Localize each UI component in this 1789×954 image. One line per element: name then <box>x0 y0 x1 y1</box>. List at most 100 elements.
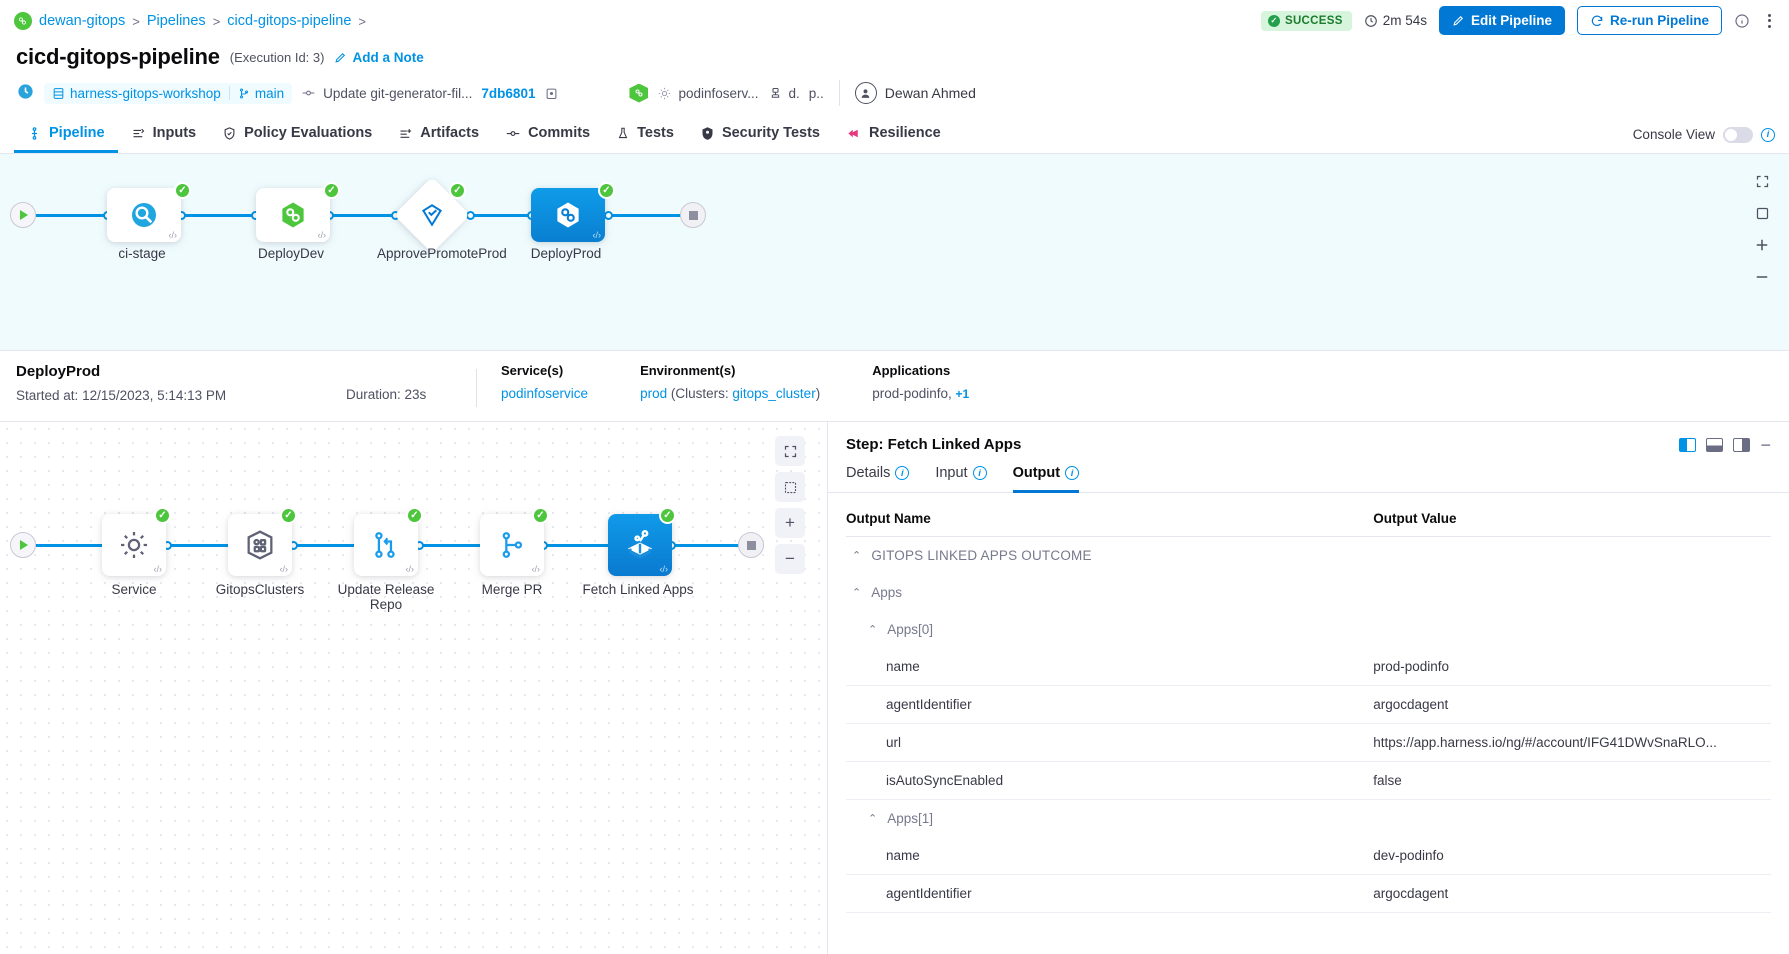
stage-node-approvepromoteprod[interactable] <box>393 176 471 254</box>
stage-status-success-icon: ✓ <box>598 182 615 199</box>
tab-pipeline[interactable]: Pipeline <box>14 116 118 153</box>
stage-graph[interactable]: ‹/› ✓ ci-stage ‹/› ✓ DeployDev ✓ Approve… <box>0 154 1789 351</box>
step-end-node[interactable] <box>738 532 764 558</box>
output-name-cell: agentIdentifier <box>886 886 972 901</box>
zoom-out-button[interactable]: − <box>775 544 805 574</box>
service-chip[interactable]: podinfoserv... <box>657 86 759 101</box>
zoom-in-button[interactable] <box>1749 232 1775 258</box>
stage-node-ci-stage[interactable]: ‹/› <box>107 188 181 242</box>
chevron-up-icon[interactable]: ⌃ <box>868 624 878 636</box>
layout-split-left-icon[interactable] <box>1679 437 1697 452</box>
tab-policy-evaluations[interactable]: Policy Evaluations <box>209 116 385 153</box>
console-view-toggle[interactable] <box>1723 126 1753 143</box>
chevron-up-icon[interactable]: ⌃ <box>852 550 862 562</box>
tab-resilience[interactable]: Resilience <box>833 116 954 153</box>
zoom-in-button[interactable]: + <box>775 508 805 538</box>
applications-value: prod-podinfo, +1 <box>872 386 969 401</box>
output-group-row[interactable]: ⌃ Apps[0] <box>868 622 1373 637</box>
application-trunc-b: p.. <box>808 85 824 101</box>
stage-node-deployprod[interactable]: ‹/› <box>531 188 605 242</box>
copy-icon[interactable] <box>544 86 559 101</box>
environment-link[interactable]: prod <box>640 386 668 401</box>
output-value-cell <box>1373 611 1771 648</box>
step-graph[interactable]: + − ‹/› ✓ Service ‹/› <box>0 422 828 954</box>
summary-applications: Applications prod-podinfo, +1 <box>872 363 969 401</box>
fit-to-screen-icon[interactable] <box>775 472 805 502</box>
detail-tab-output[interactable]: Output i <box>1012 465 1080 493</box>
output-group-label: Apps[0] <box>887 622 933 637</box>
application-name: prod-podinfo, <box>872 386 952 401</box>
tab-tests[interactable]: Tests <box>603 116 687 153</box>
detail-tab-input[interactable]: Input i <box>935 465 987 493</box>
commit-sha[interactable]: 7db6801 <box>481 85 536 101</box>
user-chip: Dewan Ahmed <box>854 82 976 104</box>
output-group-row[interactable]: ⌃Apps[1] <box>868 811 1373 826</box>
info-icon[interactable]: i <box>1761 127 1775 142</box>
tab-commits[interactable]: Commits <box>492 116 603 153</box>
minimize-button[interactable]: − <box>1760 434 1771 455</box>
tab-artifacts[interactable]: Artifacts <box>385 116 492 153</box>
info-icon[interactable] <box>1734 13 1750 29</box>
code-icon: ‹/› <box>592 230 602 240</box>
step-node-service[interactable]: ‹/› <box>102 514 166 576</box>
summary-divider <box>476 369 477 407</box>
layout-split-right-icon[interactable] <box>1733 437 1751 452</box>
tab-label: Inputs <box>152 125 197 141</box>
detail-tab-details[interactable]: Details i <box>846 465 910 493</box>
output-value-cell[interactable]: https://app.harness.io/ng/#/account/IFG4… <box>1373 735 1717 750</box>
chevron-up-icon[interactable]: ⌃ <box>852 587 862 599</box>
stage-node-deploydev[interactable]: ‹/› <box>256 188 330 242</box>
output-group-row[interactable]: ⌃ GITOPS LINKED APPS OUTCOME <box>852 548 1373 563</box>
step-node-fetch-linked-apps[interactable]: ‹/› <box>608 514 672 576</box>
breadcrumb-item-1[interactable]: Pipelines <box>146 13 206 29</box>
more-options-button[interactable] <box>1762 12 1777 30</box>
refresh-icon <box>1591 15 1603 26</box>
resilience-icon <box>848 129 858 137</box>
fullscreen-icon[interactable] <box>775 436 805 466</box>
output-group-row[interactable]: ⌃Apps <box>852 585 1373 600</box>
layout-split-bottom-icon[interactable] <box>1706 437 1724 452</box>
output-table-wrap[interactable]: Output Name Output Value ⌃GITOPS LINKED … <box>828 493 1789 954</box>
services-value[interactable]: podinfoservice <box>501 386 589 401</box>
tab-security-tests[interactable]: Security Tests <box>687 116 833 153</box>
step-node-update-release-repo[interactable]: ‹/› <box>354 514 418 576</box>
fullscreen-icon[interactable] <box>1749 168 1775 194</box>
step-start-node[interactable] <box>10 532 36 558</box>
breadcrumb-item-2[interactable]: cicd-gitops-pipeline <box>227 13 352 29</box>
zoom-out-button[interactable] <box>1749 264 1775 290</box>
rerun-pipeline-button[interactable]: Re-run Pipeline <box>1576 6 1722 35</box>
fit-to-screen-icon[interactable] <box>1749 200 1775 226</box>
pipeline-end-node[interactable] <box>680 202 706 228</box>
output-value-cell: prod-podinfo <box>1373 659 1450 674</box>
step-node-gitopsclusters[interactable]: ‹/› <box>228 514 292 576</box>
output-group-label: GITOPS LINKED APPS OUTCOME <box>871 548 1092 563</box>
play-icon <box>20 210 28 220</box>
breadcrumb-item-0[interactable]: dewan-gitops <box>39 13 126 29</box>
ci-build-icon <box>132 203 156 227</box>
branch-link[interactable]: main <box>238 86 284 101</box>
tab-label: Security Tests <box>721 125 820 141</box>
repo-name: harness-gitops-workshop <box>70 85 221 101</box>
pipeline-start-node[interactable] <box>10 202 36 228</box>
application-chip[interactable]: p.. <box>809 86 824 101</box>
edit-pipeline-button[interactable]: Edit Pipeline <box>1438 6 1565 35</box>
step-node-merge-pr[interactable]: ‹/› <box>480 514 544 576</box>
repo-link[interactable]: harness-gitops-workshop <box>52 86 221 101</box>
detail-header: Step: Fetch Linked Apps − <box>828 422 1789 455</box>
environments-label: Environment(s) <box>640 363 736 378</box>
step-status-success-icon: ✓ <box>280 507 297 524</box>
info-icon[interactable]: i <box>972 466 987 480</box>
info-icon[interactable]: i <box>1065 466 1080 480</box>
user-name: Dewan Ahmed <box>884 85 976 101</box>
started-label: Started at: <box>16 388 79 403</box>
output-value-cell: false <box>1373 773 1402 788</box>
output-name-cell: isAutoSyncEnabled <box>886 773 1004 788</box>
add-note-button[interactable]: Add a Note <box>334 50 424 65</box>
info-icon[interactable]: i <box>895 466 910 480</box>
tab-inputs[interactable]: Inputs <box>118 116 210 153</box>
environment-chip[interactable]: d. <box>768 86 800 101</box>
cluster-link[interactable]: gitops_cluster <box>732 386 816 401</box>
chevron-up-icon[interactable]: ⌃ <box>868 813 878 825</box>
applications-more[interactable]: +1 <box>955 387 970 401</box>
stage-label: ci-stage <box>118 246 166 261</box>
